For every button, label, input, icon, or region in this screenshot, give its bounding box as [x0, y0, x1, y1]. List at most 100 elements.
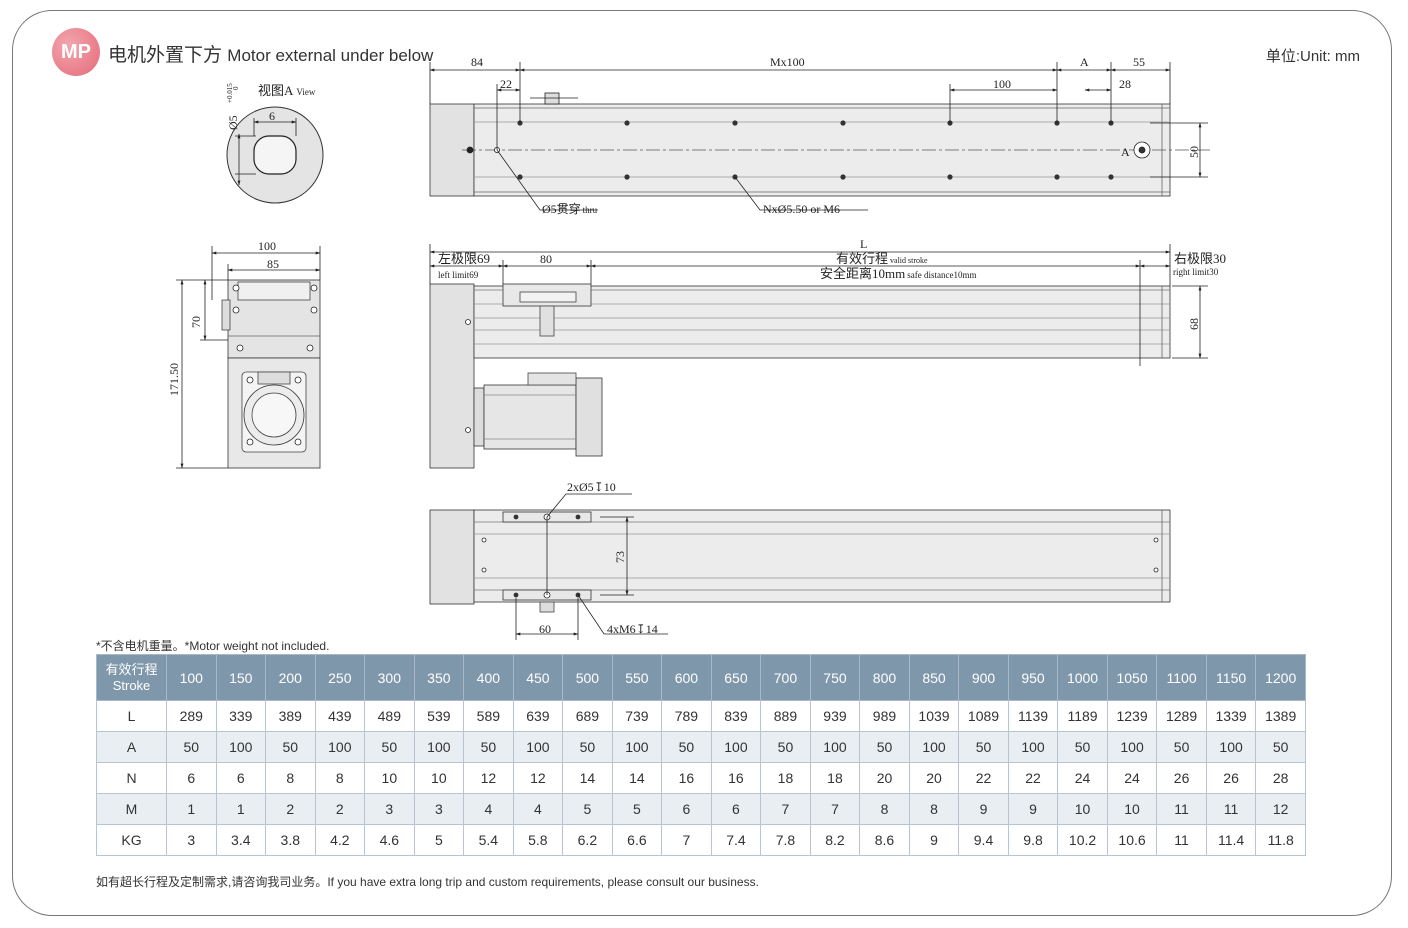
left-limit-label: 左极限69 [438, 251, 490, 266]
page-title: 电机外置下方 Motor external under below [108, 40, 433, 67]
right-limit-label: 右极限30 [1174, 251, 1226, 266]
stroke-value: 850 [908, 654, 960, 701]
table-cell: 6.6 [611, 824, 663, 856]
table-cell: 3.4 [215, 824, 267, 856]
table-cell: 1289 [1156, 700, 1207, 732]
table-cell: 8 [314, 762, 366, 794]
dim-84: 84 [471, 55, 483, 69]
table-cell: 8 [265, 762, 316, 794]
table-cell: 100 [512, 731, 564, 763]
stroke-value: 450 [512, 654, 564, 701]
view-a-diameter: Ø5 [226, 115, 240, 130]
stroke-value: 1000 [1057, 654, 1108, 701]
dim-50: 50 [1187, 146, 1201, 158]
table-cell: 4 [463, 793, 514, 825]
pins-label: 2xØ5↧10 [567, 480, 616, 494]
dim-end-70: 70 [189, 316, 203, 328]
table-cell: 28 [1255, 762, 1306, 794]
table-cell: 50 [661, 731, 712, 763]
table-cell: 50 [1156, 731, 1207, 763]
table-cell: 3.8 [265, 824, 316, 856]
left-limit-en: left limit69 [438, 270, 479, 280]
weight-note: *不含电机重量。*Motor weight not included. [96, 639, 330, 653]
table-cell: 14 [611, 762, 663, 794]
view-a-width: 6 [269, 109, 275, 123]
table-cell: 1089 [958, 700, 1009, 732]
table-cell: 16 [710, 762, 762, 794]
table-cell: 639 [512, 700, 564, 732]
table-cell: 2 [314, 793, 366, 825]
table-cell: 839 [710, 700, 762, 732]
table-cell: 4 [512, 793, 564, 825]
series-badge: MP [52, 28, 100, 76]
table-cell: 339 [215, 700, 267, 732]
table-cell: 22 [958, 762, 1009, 794]
view-a-tol-top: +0.015 [226, 83, 234, 103]
table-cell: 10 [413, 762, 465, 794]
table-cell: 12 [512, 762, 564, 794]
table-cell: 4.2 [314, 824, 366, 856]
table-cell: 14 [562, 762, 613, 794]
row-label: A [96, 731, 167, 763]
table-cell: 100 [710, 731, 762, 763]
stroke-value: 800 [859, 654, 910, 701]
table-cell: 100 [809, 731, 861, 763]
table-cell: 1 [166, 793, 217, 825]
table-cell: 1039 [908, 700, 960, 732]
table-cell: 100 [1205, 731, 1257, 763]
table-cell: 50 [364, 731, 415, 763]
table-cell: 289 [166, 700, 217, 732]
dim-l: L [860, 237, 867, 251]
table-cell: 3 [364, 793, 415, 825]
table-cell: 50 [1057, 731, 1108, 763]
dim-60: 60 [539, 622, 551, 636]
stroke-value: 400 [463, 654, 514, 701]
table-cell: 100 [1106, 731, 1158, 763]
table-cell: 1139 [1007, 700, 1059, 732]
stroke-value: 300 [364, 654, 415, 701]
table-cell: 3 [413, 793, 465, 825]
table-cell: 4.6 [364, 824, 415, 856]
table-cell: 26 [1205, 762, 1257, 794]
stroke-label-en: Stroke [112, 677, 151, 693]
table-cell: 739 [611, 700, 663, 732]
dim-80: 80 [540, 252, 552, 266]
table-cell: 100 [215, 731, 267, 763]
table-cell: 100 [413, 731, 465, 763]
table-cell: 22 [1007, 762, 1059, 794]
table-cell: 539 [413, 700, 465, 732]
dim-a: A [1080, 55, 1089, 69]
stroke-value: 700 [760, 654, 811, 701]
dim-mx100: Mx100 [770, 55, 805, 69]
table-cell: 389 [265, 700, 316, 732]
table-cell: 8 [859, 793, 910, 825]
table-cell: 50 [958, 731, 1009, 763]
stroke-value: 200 [265, 654, 316, 701]
view-a-marker: A [1121, 145, 1130, 159]
dim-28: 28 [1119, 77, 1131, 91]
table-cell: 7 [809, 793, 861, 825]
table-cell: 1189 [1057, 700, 1108, 732]
table-cell: 10 [1106, 793, 1158, 825]
stroke-value: 1100 [1156, 654, 1207, 701]
table-cell: 6 [166, 762, 217, 794]
table-cell: 3 [166, 824, 217, 856]
table-cell: 50 [859, 731, 910, 763]
bottom-view [429, 493, 1171, 640]
dim-55: 55 [1133, 55, 1145, 69]
table-cell: 9.4 [958, 824, 1009, 856]
title-cn: 电机外置下方 [108, 45, 223, 66]
table-cell: 11.8 [1255, 824, 1306, 856]
unit-label: 单位:Unit: mm [1265, 48, 1360, 65]
top-view [429, 62, 1210, 211]
holes-label: NxØ5.50 or M6 [763, 202, 840, 216]
table-cell: 50 [265, 731, 316, 763]
